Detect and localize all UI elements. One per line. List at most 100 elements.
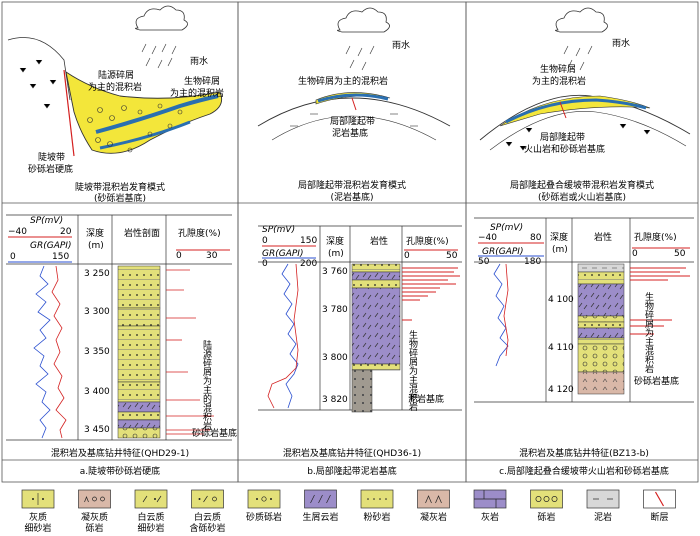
- lith-column-b: [351, 263, 401, 413]
- porosity-bars-c: [630, 267, 690, 335]
- log-caption-b: 混积岩及基底钻井特征(QHD36-1): [283, 447, 421, 459]
- legend-item: 砂质砾岩: [246, 489, 282, 523]
- legend-swatch: [417, 489, 450, 509]
- svg-text:为主的混积岩: 为主的混积岩: [88, 81, 142, 93]
- annotation-b-3: 泥岩基底: [332, 127, 368, 139]
- svg-text:3 760: 3 760: [322, 267, 348, 277]
- gr-curve-b: [281, 263, 299, 409]
- svg-text:−40: −40: [8, 227, 27, 237]
- legend-label: 生屑云岩: [302, 511, 338, 523]
- svg-text:生物碎屑为主混积岩: 生物碎屑为主混积岩: [643, 291, 654, 374]
- rain-lines: [563, 45, 593, 71]
- mixed-rock-cap: [499, 95, 651, 127]
- cloud-icon: [135, 5, 188, 31]
- svg-text:(m): (m): [328, 249, 344, 259]
- svg-text:孔隙度(%): 孔隙度(%): [634, 231, 677, 243]
- cloud-icon: [337, 7, 390, 33]
- interpretation-a-2: 砂砾岩基底: [192, 427, 237, 439]
- svg-text:150: 150: [300, 236, 317, 246]
- svg-text:深度: 深度: [326, 235, 344, 247]
- model-caption-a-2: (砂砾岩基底): [94, 192, 146, 204]
- depth-labels-c: 4 100 4 110 4 120: [548, 295, 574, 395]
- svg-text:陆源碎屑: 陆源碎屑: [98, 69, 134, 81]
- panel-a-log: SP(mV) −40 20 GR(GAPI) 0 150 深度 (m) 岩性剖面…: [6, 214, 237, 477]
- svg-text:砂砾岩硬底: 砂砾岩硬底: [28, 163, 73, 175]
- legend-label: 含砾砂岩: [189, 522, 225, 534]
- svg-text:4 120: 4 120: [548, 385, 574, 395]
- annotation-a-1: 陆源碎屑 为主的混积岩: [88, 69, 142, 93]
- legend-label: 灰岩: [481, 511, 499, 523]
- slope-inner: [489, 111, 687, 151]
- svg-text:孔隙度(%): 孔隙度(%): [406, 235, 449, 247]
- sp-curve-b: [267, 263, 299, 409]
- interpretation-a-1: 陆源碎屑为主的混积岩: [201, 339, 212, 431]
- svg-text:(m): (m): [552, 245, 568, 255]
- legend-item: 泥岩: [586, 489, 620, 523]
- svg-text:200: 200: [300, 259, 317, 269]
- svg-text:50: 50: [446, 251, 458, 261]
- legend-swatch: [78, 489, 111, 509]
- svg-text:为主的混积岩: 为主的混积岩: [532, 75, 586, 87]
- log-caption-a: 混积岩及基底钻井特征(QHD29-1): [51, 447, 189, 459]
- svg-text:岩性: 岩性: [370, 235, 388, 247]
- svg-text:3 250: 3 250: [84, 269, 110, 279]
- mixed-rock-body: [65, 71, 223, 154]
- panel-b-log: SP(mV) 0 150 GR(GAPI) 0 200 深度 (m) 岩性 孔隙…: [258, 225, 462, 477]
- legend-label: 灰质: [29, 511, 47, 523]
- legend-item: 粉砂岩: [360, 489, 394, 523]
- legend-label: 砾岩: [537, 511, 555, 523]
- sp-curve-c: [503, 263, 509, 357]
- uplift-inner: [271, 115, 437, 141]
- svg-text:生物碎屑: 生物碎屑: [540, 63, 576, 75]
- svg-text:3 450: 3 450: [84, 425, 110, 435]
- legend-swatch: [586, 489, 620, 509]
- legend-item: 断层: [643, 489, 676, 523]
- interpretation-c-1: 生物碎屑为主混积岩: [643, 291, 654, 374]
- panel-caption-b: b.局部隆起带泥岩基底: [307, 465, 397, 477]
- porosity-bars-b: [402, 267, 460, 321]
- annotation-a-2: 生物碎屑 为主的混积岩: [170, 75, 224, 99]
- model-caption-b-1: 局部隆起带混积岩发育模式: [298, 179, 406, 191]
- legend-label: 粉砂岩: [363, 511, 390, 523]
- legend-swatch: [530, 489, 563, 509]
- svg-text:GR(GAPI): GR(GAPI): [262, 249, 303, 259]
- legend-label: 凝灰岩: [420, 511, 447, 523]
- gravel-clasts: [87, 103, 183, 153]
- legend-label: 泥岩: [594, 511, 612, 523]
- legend-swatch: [247, 489, 281, 509]
- fault-line: [63, 69, 75, 157]
- svg-text:3 400: 3 400: [84, 387, 110, 397]
- svg-text:3 350: 3 350: [84, 347, 110, 357]
- legend-label: 凝灰质: [81, 511, 108, 523]
- gr-curve-c: [493, 263, 509, 367]
- log-grid-c: [474, 217, 694, 403]
- annotation-b-2: 局部隆起带: [330, 115, 375, 127]
- svg-text:0: 0: [262, 236, 268, 246]
- log-caption-c: 混积岩及基底钻井特征(BZ13-b): [519, 447, 649, 459]
- legend-item: 生屑云岩: [302, 489, 339, 523]
- rain-label: 雨水: [190, 55, 208, 67]
- rain-label: 雨水: [612, 37, 630, 49]
- log-header-a: SP(mV) −40 20 GR(GAPI) 0 150 深度 (m) 岩性剖面…: [8, 216, 230, 263]
- svg-text:3 820: 3 820: [322, 395, 348, 405]
- porosity-bars-a: [166, 269, 214, 435]
- svg-text:4 100: 4 100: [548, 295, 574, 305]
- lith-column-c: [577, 263, 625, 395]
- annotation-b-1: 生物碎屑为主的混积岩: [298, 75, 388, 87]
- svg-text:3 780: 3 780: [322, 305, 348, 315]
- svg-text:深度: 深度: [550, 231, 568, 243]
- legend-swatch: [191, 489, 224, 509]
- lith-column-a: [117, 265, 161, 439]
- interpretation-b-1: 生物碎屑为主混积岩: [407, 329, 418, 412]
- log-grid-b: [258, 225, 462, 411]
- rain-lines: [141, 43, 177, 69]
- svg-text:0: 0: [10, 252, 16, 262]
- svg-text:50: 50: [674, 249, 686, 259]
- svg-text:深度: 深度: [86, 227, 104, 239]
- mud-ticks: [290, 113, 418, 127]
- svg-text:SP(mV): SP(mV): [30, 216, 63, 226]
- gr-curve-a: [33, 265, 51, 439]
- legend: 灰质细砂岩凝灰质砾岩白云质细砂岩白云质含砾砂岩砂质砾岩生屑云岩粉砂岩凝灰岩灰岩砾…: [21, 489, 676, 534]
